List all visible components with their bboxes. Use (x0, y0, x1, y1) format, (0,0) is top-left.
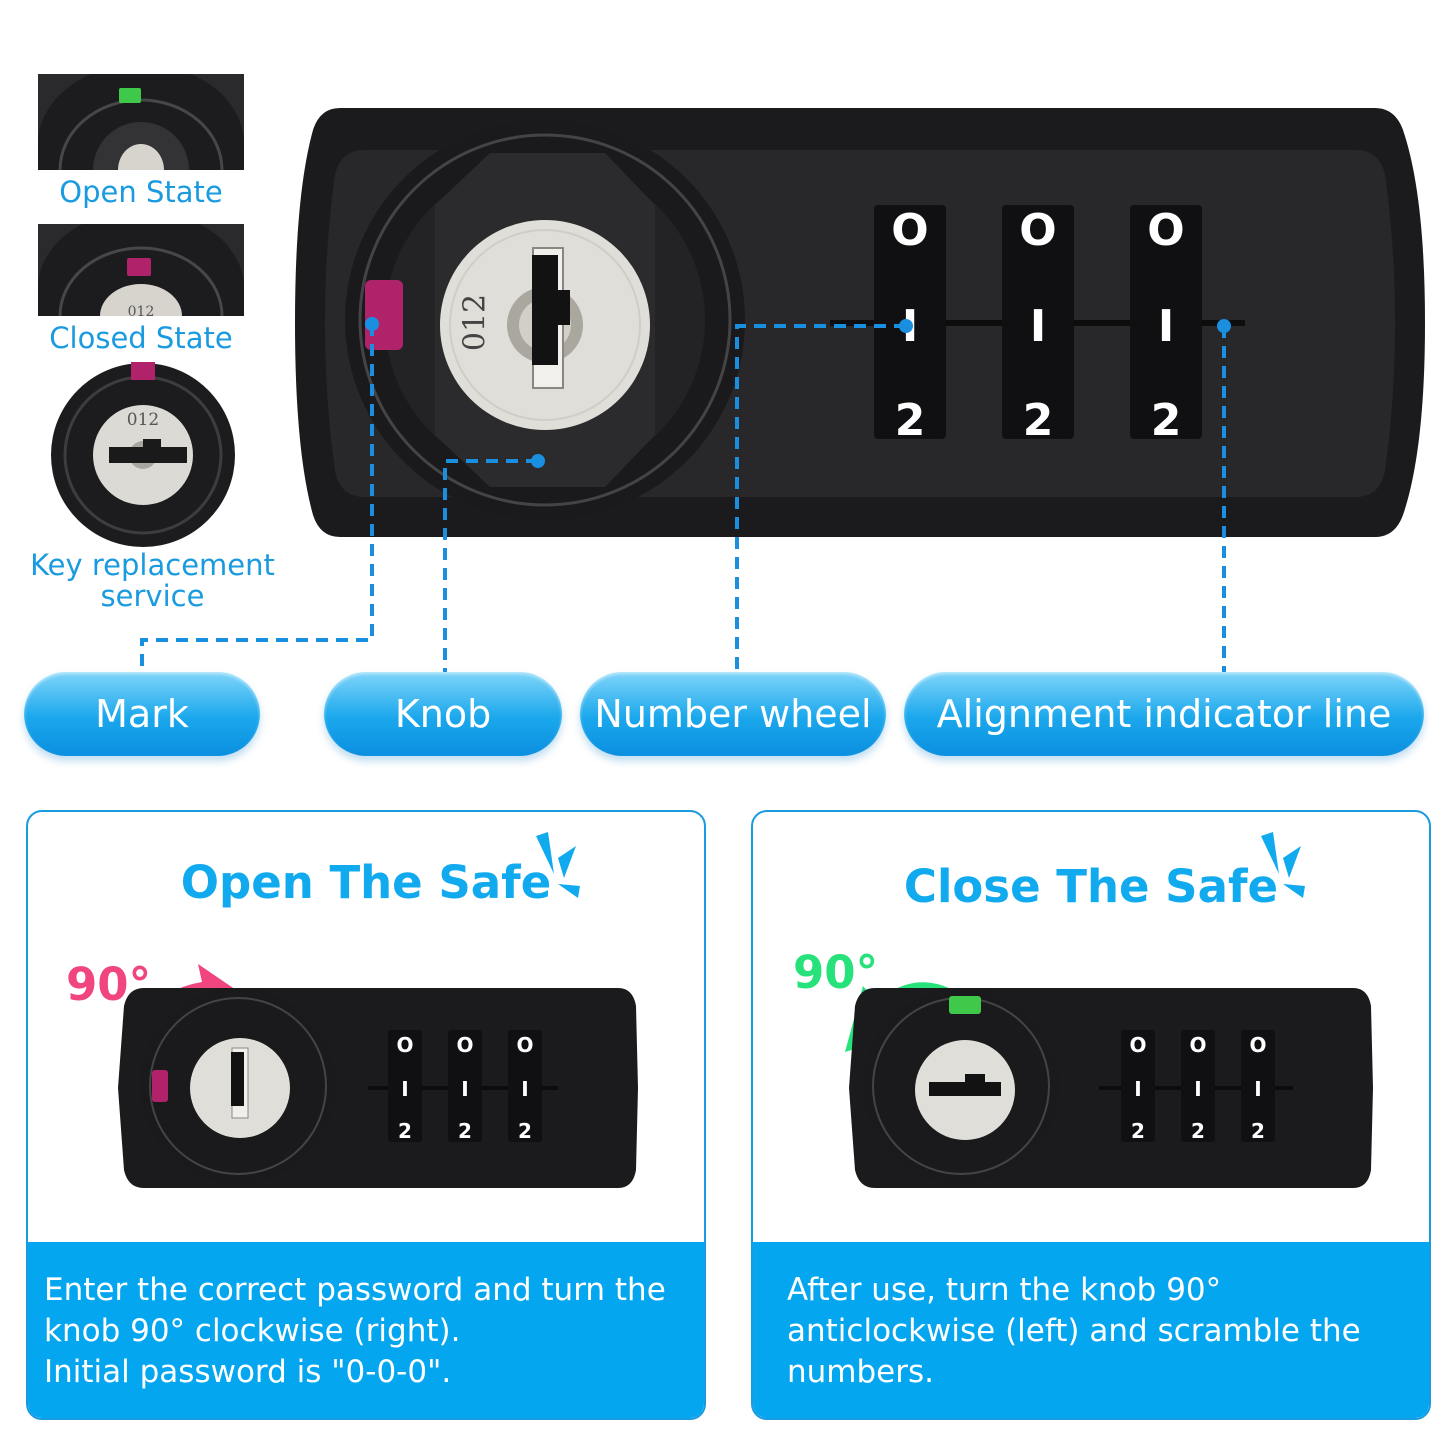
svg-text:O: O (396, 1033, 413, 1057)
number-wheel-label: Number wheel (580, 672, 886, 756)
callout-lines (140, 317, 1231, 672)
open-mark-icon (119, 88, 141, 103)
number-wheel-2[interactable]: O I 2 (1002, 205, 1074, 446)
wheel-bottom-digit: 2 (1022, 395, 1054, 446)
alignment-indicator-label: Alignment indicator line (904, 672, 1424, 756)
svg-text:O: O (1249, 1033, 1266, 1057)
close-desc-line: anticlockwise (left) and scramble the (787, 1313, 1361, 1349)
closed-state-caption: Closed State (49, 321, 233, 355)
svg-text:2: 2 (1191, 1119, 1205, 1143)
mark-indicator-icon (365, 280, 403, 350)
open-state-caption: Open State (59, 175, 223, 209)
open-desc-line: Enter the correct password and turn the (44, 1272, 666, 1308)
svg-text:I: I (1194, 1077, 1201, 1101)
svg-text:2: 2 (398, 1119, 412, 1143)
close-safe-title: Close The Safe (903, 860, 1279, 913)
closed-mark-icon (127, 258, 151, 276)
open-state-thumbnail (38, 64, 244, 171)
wheel-bottom-digit: 2 (1150, 395, 1182, 446)
svg-text:2: 2 (518, 1119, 532, 1143)
knob-label: Knob (324, 672, 562, 756)
wheel-top-digit: O (891, 205, 929, 256)
wheel-mid-digit: I (1029, 301, 1047, 352)
number-wheel-3[interactable]: O I 2 (1130, 205, 1202, 446)
wheel-top-digit: O (1147, 205, 1185, 256)
closed-state-thumbnail: 012 (38, 210, 244, 320)
svg-text:I: I (1134, 1077, 1141, 1101)
svg-text:2: 2 (458, 1119, 472, 1143)
key-replacement-caption: Key replacement service (30, 548, 275, 613)
svg-text:O: O (1129, 1033, 1146, 1057)
mark-label: Mark (24, 672, 260, 756)
svg-text:O: O (1189, 1033, 1206, 1057)
key-thumbnail-digits: 012 (126, 410, 160, 430)
svg-text:2: 2 (1251, 1119, 1265, 1143)
wheel-top-digit: O (1019, 205, 1057, 256)
close-desc-line: numbers. (787, 1354, 934, 1390)
svg-text:O: O (516, 1033, 533, 1057)
close-safe-description: After use, turn the knob 90° anticlockwi… (753, 1242, 1429, 1418)
svg-text:I: I (461, 1077, 468, 1101)
svg-text:I: I (401, 1077, 408, 1101)
svg-text:I: I (521, 1077, 528, 1101)
open-safe-title: Open The Safe (180, 856, 552, 909)
svg-text:2: 2 (1131, 1119, 1145, 1143)
svg-text:O: O (456, 1033, 473, 1057)
open-safe-description: Enter the correct password and turn the … (28, 1242, 704, 1418)
number-wheel-1[interactable]: O I 2 (874, 205, 946, 446)
open-desc-line: Initial password is "0-0-0". (44, 1354, 452, 1390)
sparkle-icon (1261, 832, 1305, 898)
open-desc-line: knob 90° clockwise (right). (44, 1313, 461, 1349)
wheel-mid-digit: I (1157, 301, 1175, 352)
sparkle-icon (536, 832, 580, 898)
close-desc-line: After use, turn the knob 90° (787, 1272, 1222, 1308)
wheel-bottom-digit: 2 (894, 395, 926, 446)
svg-text:I: I (1254, 1077, 1261, 1101)
key-replacement-thumbnail (45, 362, 241, 552)
